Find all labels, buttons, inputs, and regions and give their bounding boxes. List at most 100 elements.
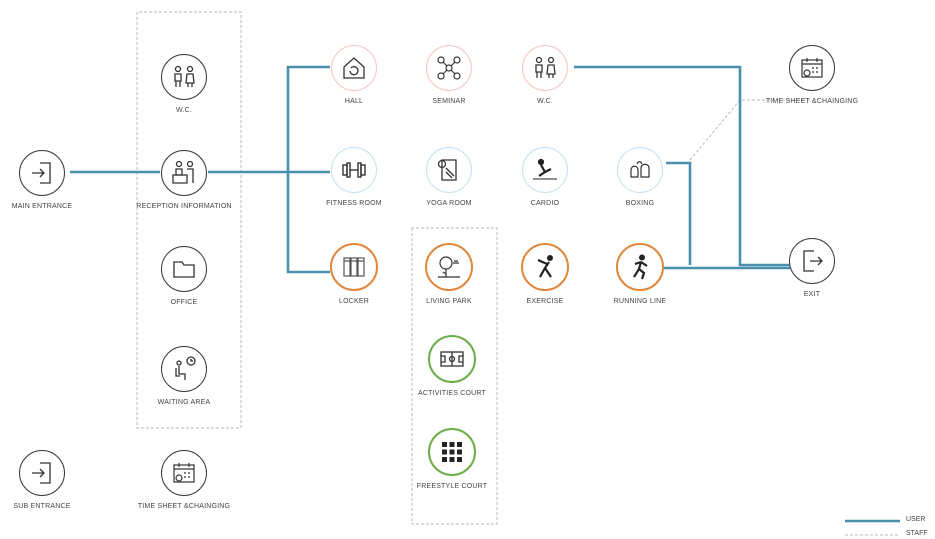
restroom-icon	[535, 56, 556, 78]
seminar-label: SEMINAR	[432, 98, 466, 105]
waiting-label: WAITING AREA	[157, 399, 211, 406]
legend-user-label: USER	[906, 516, 926, 523]
sports-court-icon	[440, 351, 464, 367]
boxing-gloves-icon	[630, 161, 650, 178]
enter-icon	[32, 162, 51, 184]
runner-icon	[633, 254, 648, 280]
hall-label: HALL	[344, 98, 364, 105]
office-circle	[161, 246, 207, 292]
home-refresh-icon	[343, 57, 365, 79]
path-to-locker	[286, 172, 330, 274]
calendar-clock-icon	[801, 58, 823, 78]
node-seminar: SEMINAR	[389, 45, 509, 107]
running-circle	[616, 243, 664, 291]
cardio-label: CARDIO	[530, 200, 560, 207]
fitness-label: FITNESS ROOM	[326, 200, 382, 207]
timesheet-bottom-label: TIME SHEET &CHAINGING	[137, 503, 231, 510]
timesheet-bottom-circle	[161, 450, 207, 496]
reception-label: RECEPTION INFORMATION	[136, 203, 232, 210]
stretch-person-icon	[537, 255, 553, 278]
hall-circle	[331, 45, 377, 91]
exercise-circle	[521, 243, 569, 291]
wc-circle	[161, 54, 207, 100]
wc-left-label: W.C.	[176, 107, 192, 114]
waiting-clock-icon	[175, 356, 196, 380]
park-tree-icon	[438, 256, 460, 278]
node-timesheet-top: TIME SHEET &CHAINGING	[752, 45, 872, 107]
exit-circle	[789, 238, 835, 284]
enter-icon	[32, 462, 51, 484]
node-running-line: RUNNING LINE	[580, 243, 700, 307]
staff-zone-court	[411, 227, 498, 525]
boxing-label: BOXING	[625, 200, 655, 207]
freestyle-circle	[428, 428, 476, 476]
node-wc-left: W.C.	[124, 54, 244, 116]
node-living-park: LIVING PARK	[389, 243, 509, 307]
office-label: OFFICE	[170, 299, 198, 306]
node-timesheet-bottom: TIME SHEET &CHAINGING	[124, 450, 244, 512]
node-boxing: BOXING	[580, 147, 700, 209]
locker-icon	[343, 257, 365, 277]
fitness-circle	[331, 147, 377, 193]
timesheet-top-circle	[789, 45, 835, 91]
node-freestyle-court: FREESTYLE COURT	[392, 428, 512, 492]
path-boxing-to-exit	[666, 161, 692, 265]
user-paths	[70, 65, 900, 523]
legend-staff-label: STAFF	[906, 530, 928, 537]
reception-circle	[161, 150, 207, 196]
wc-top-label: W.C.	[537, 98, 553, 105]
locker-label: LOCKER	[339, 298, 369, 305]
living-park-circle	[425, 243, 473, 291]
running-label: RUNNING LINE	[613, 298, 667, 305]
node-office: OFFICE	[124, 246, 244, 308]
staff-zone-outline	[136, 11, 242, 429]
node-fitness-room: FITNESS ROOM	[294, 147, 414, 209]
path-to-hall	[286, 65, 330, 172]
yoga-circle	[426, 147, 472, 193]
staff-paths	[136, 11, 812, 525]
node-yoga-room: YOGA ROOM	[389, 147, 509, 209]
sub-entrance-label: SUB ENTRANCE	[13, 503, 71, 510]
node-main-entrance: MAIN ENTRANCE	[0, 150, 102, 212]
restroom-icon	[174, 65, 195, 87]
grid-icon	[442, 442, 462, 462]
activities-label: ACTIVITIES COURT	[417, 390, 487, 397]
cardio-circle	[522, 147, 568, 193]
node-wc-top: W.C.	[485, 45, 605, 107]
exit-door-icon	[803, 250, 823, 272]
node-reception: RECEPTION INFORMATION	[124, 150, 244, 212]
exit-label: EXIT	[803, 291, 821, 298]
calendar-clock-icon	[173, 463, 195, 483]
yoga-mat-icon	[437, 159, 457, 181]
freestyle-label: FREESTYLE COURT	[416, 483, 488, 490]
exercise-label: EXERCISE	[526, 298, 564, 305]
node-locker: LOCKER	[294, 243, 414, 307]
sub-entrance-circle	[19, 450, 65, 496]
main-entrance-label: MAIN ENTRANCE	[11, 203, 73, 210]
boxing-circle	[617, 147, 663, 193]
seminar-circle	[426, 45, 472, 91]
timesheet-top-label: TIME SHEET &CHAINGING	[765, 98, 859, 105]
waiting-circle	[161, 346, 207, 392]
node-hall: HALL	[294, 45, 414, 107]
dumbbell-icon	[342, 162, 366, 178]
network-people-icon	[437, 56, 461, 80]
node-activities-court: ACTIVITIES COURT	[392, 335, 512, 399]
node-exercise: EXERCISE	[485, 243, 605, 307]
folder-icon	[173, 261, 195, 278]
path-wc-to-exit	[574, 65, 790, 267]
staff-path-1	[689, 99, 812, 161]
node-waiting-area: WAITING AREA	[124, 346, 244, 408]
node-sub-entrance: SUB ENTRANCE	[0, 450, 102, 512]
yoga-label: YOGA ROOM	[426, 200, 472, 207]
main-entrance-circle	[19, 150, 65, 196]
reception-desk-icon	[172, 160, 194, 184]
locker-circle	[330, 243, 378, 291]
node-exit: EXIT	[752, 238, 872, 300]
wc-top-circle	[522, 45, 568, 91]
activities-circle	[428, 335, 476, 383]
situp-person-icon	[533, 158, 557, 180]
living-park-label: LIVING PARK	[426, 298, 472, 305]
node-cardio: CARDIO	[485, 147, 605, 209]
